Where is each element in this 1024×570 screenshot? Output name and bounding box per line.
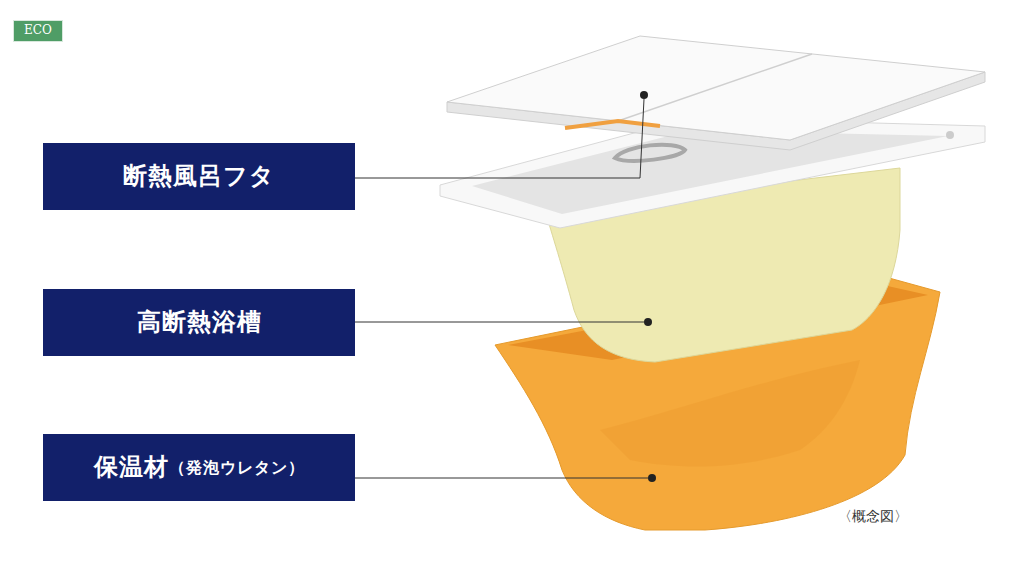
leader-line [355,322,644,323]
insulation-shade [600,360,860,467]
eco-badge: ECO [13,20,63,42]
caption-note: 〈概念図〉 [838,508,908,526]
label-text: 保温材 [94,454,169,480]
tub-basin [472,130,948,214]
leader-line [355,478,648,479]
tub-handle [615,145,685,161]
leader-line [355,99,644,178]
lid-split [618,54,812,121]
label-box: 断熱風呂フタ [43,143,355,210]
label-text: ECO [24,24,52,37]
leader-dot [644,318,652,326]
label-box: 保温材（発泡ウレタン） [43,434,355,501]
label-text: 高断熱浴槽 [137,309,262,335]
leader-dot [648,474,656,482]
label-text: 断熱風呂フタ [123,163,275,189]
label-subtext: （発泡ウレタン） [169,459,305,477]
lid-top [447,36,985,140]
leader-dot [640,91,648,99]
lid-insulation-cut [565,121,660,128]
drain [946,131,954,139]
label-box: 高断熱浴槽 [43,289,355,356]
